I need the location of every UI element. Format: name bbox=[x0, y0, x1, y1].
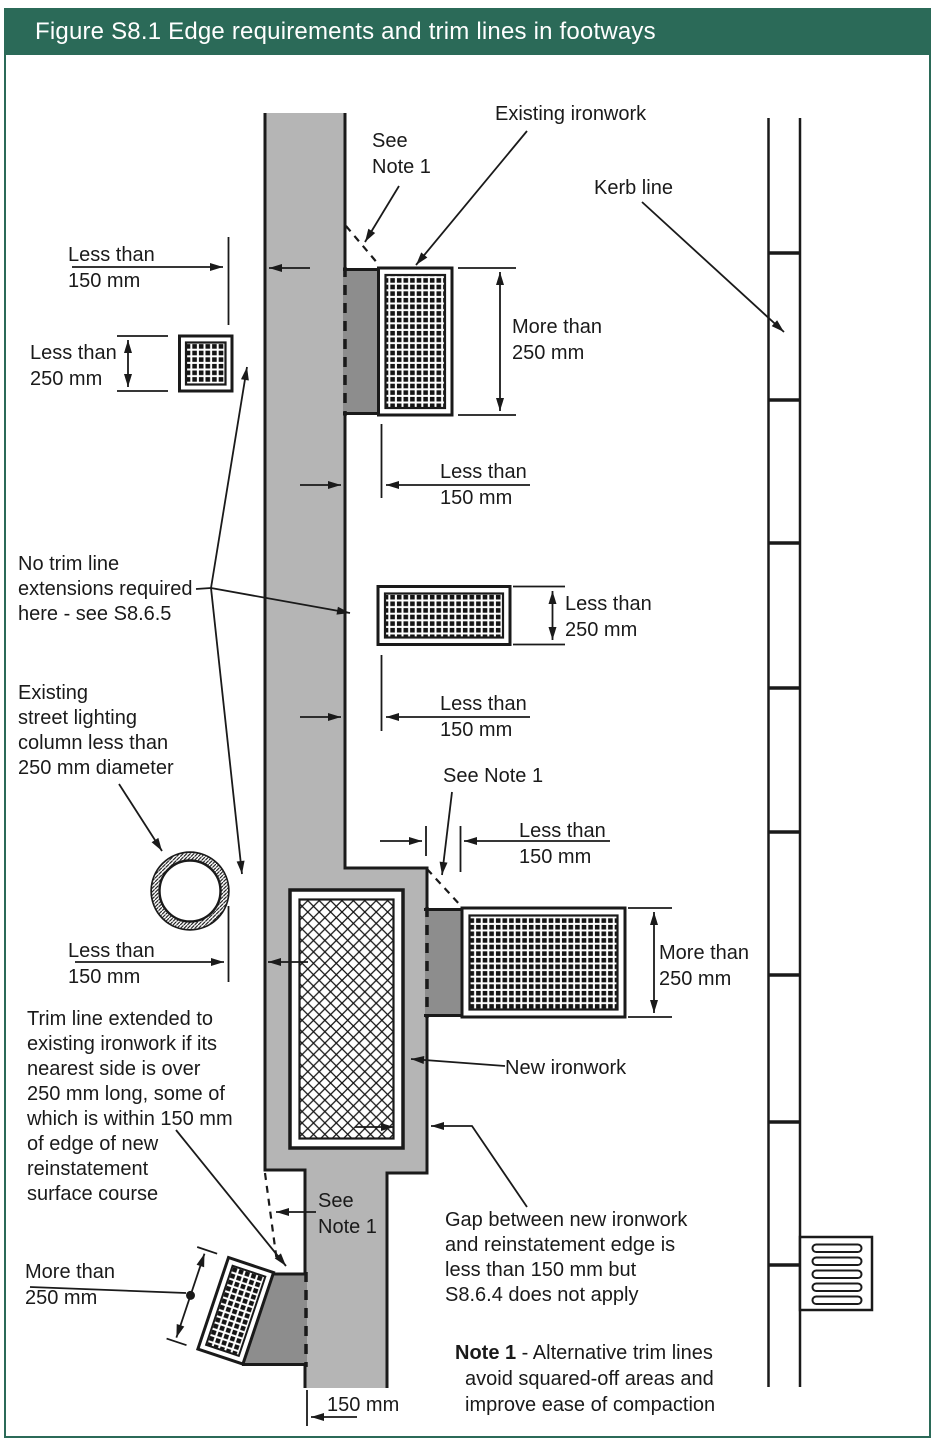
gap-note-leader bbox=[431, 1122, 528, 1208]
label-150-bottom: 150 mm bbox=[327, 1394, 400, 1416]
figure-title: Figure S8.1 Edge requirements and trim l… bbox=[35, 17, 656, 45]
label-more250-top: More than 250 mm bbox=[512, 316, 603, 364]
more250-bottom-leader bbox=[29, 1286, 187, 1294]
existing-ironwork-top bbox=[377, 266, 454, 417]
label-lighting-column: Existing street lighting column less tha… bbox=[18, 682, 174, 779]
alt-trim-diagonal-top bbox=[345, 225, 380, 266]
label-less250-mid: Less than 250 mm bbox=[565, 593, 652, 641]
existing-ironwork-arrow bbox=[415, 130, 528, 266]
street-lighting-column bbox=[150, 851, 230, 931]
label-new-ironwork: New ironwork bbox=[505, 1057, 627, 1079]
dim-ticks-step bbox=[425, 826, 462, 872]
label-more250-right: More than 250 mm bbox=[659, 942, 750, 990]
dim-ticks-more250-right bbox=[628, 907, 672, 1018]
no-trim-arrow-up bbox=[210, 366, 249, 589]
label-existing-ironwork: Existing ironwork bbox=[495, 103, 647, 125]
kerb-line bbox=[767, 118, 802, 1387]
gap-region-top bbox=[343, 267, 380, 416]
label-less150-topleft: Less than 150 mm bbox=[68, 244, 155, 292]
gap-region-middle bbox=[424, 907, 464, 1018]
new-ironwork bbox=[288, 888, 405, 1150]
trim-extended-arrow bbox=[175, 1129, 287, 1267]
tilted-dimension bbox=[166, 1246, 218, 1347]
label-note1-title: Note 1 bbox=[455, 1342, 517, 1364]
kerb-line-arrow bbox=[641, 201, 785, 333]
label-less150-step: Less than 150 mm bbox=[519, 820, 606, 868]
label-no-trim: No trim line extensions required here - … bbox=[18, 553, 193, 625]
dim-ticks-less250-mid bbox=[513, 585, 565, 646]
tilted-ironwork bbox=[166, 1246, 276, 1366]
dim-ticks-small-square bbox=[117, 335, 168, 392]
label-see-note1-bottom: See Note 1 bbox=[318, 1190, 377, 1238]
lighting-column-arrow bbox=[118, 783, 163, 852]
no-trim-arrow-right bbox=[210, 587, 351, 615]
alt-trim-diagonal-middle bbox=[426, 868, 462, 907]
label-more250-bottom: More than 250 mm bbox=[25, 1261, 116, 1309]
dimension-lines bbox=[29, 130, 785, 1426]
label-less250-left: Less than 250 mm bbox=[30, 342, 117, 390]
label-see-note1-mid: See Note 1 bbox=[443, 765, 544, 787]
figure-frame bbox=[4, 55, 931, 1438]
label-trim-line-extended: Trim line extended to existing ironwork … bbox=[27, 1008, 233, 1205]
gully-grating-icon bbox=[798, 1235, 874, 1312]
no-trim-leader-join bbox=[195, 587, 212, 590]
label-less150-mid-lower: Less than 150 mm bbox=[440, 693, 527, 741]
label-gap-note: Gap between new ironwork and reinstateme… bbox=[445, 1209, 688, 1306]
see-note1-mid-arrow bbox=[439, 791, 453, 876]
label-less150-mid-upper: Less than 150 mm bbox=[440, 461, 527, 509]
existing-ironwork-middle bbox=[376, 585, 512, 646]
dim-ticks-more250-top bbox=[458, 267, 516, 416]
small-ironwork-left bbox=[178, 334, 234, 393]
label-note1: Note 1 - Alternative trim lines avoid sq… bbox=[455, 1340, 715, 1418]
label-kerb-line: Kerb line bbox=[594, 177, 673, 199]
see-note1-top-arrow bbox=[364, 185, 400, 243]
gap-region-bottom bbox=[242, 1272, 308, 1367]
alt-trim-diagonal-bottom bbox=[263, 1172, 279, 1263]
label-note1-text: - Alternative trim lines avoid squared-o… bbox=[465, 1342, 716, 1416]
existing-ironwork-right bbox=[460, 906, 627, 1019]
figure-title-bar: Figure S8.1 Edge requirements and trim l… bbox=[4, 8, 931, 55]
new-ironwork-arrow bbox=[410, 1055, 506, 1067]
label-less150-left: Less than 150 mm bbox=[68, 940, 155, 988]
no-trim-arrow-down bbox=[210, 587, 245, 875]
label-see-note1-top: See Note 1 bbox=[372, 130, 431, 178]
